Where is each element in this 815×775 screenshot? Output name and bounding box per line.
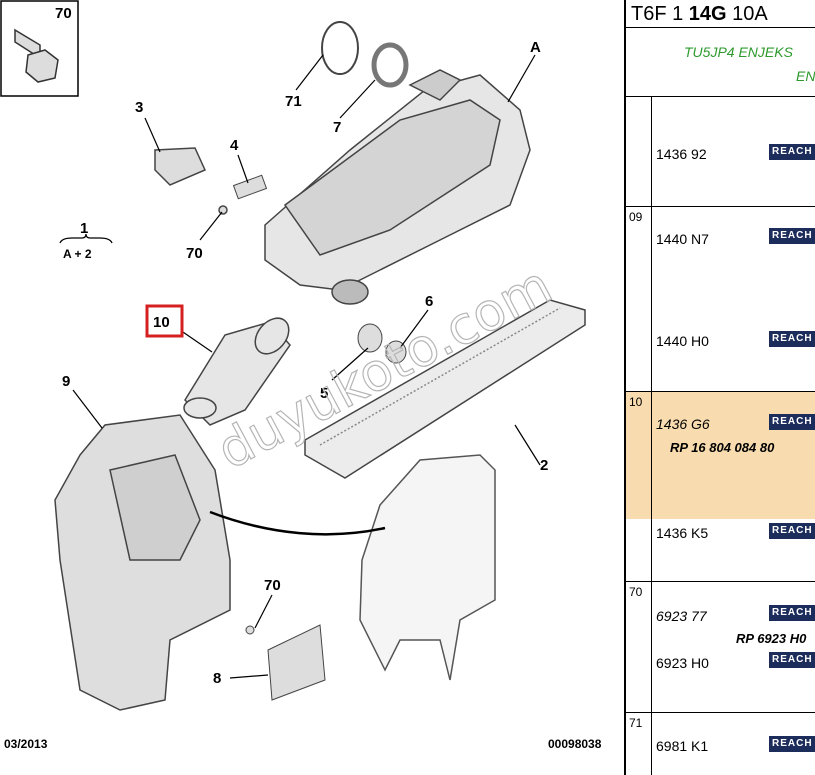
table-row: 1436 K5 REACH — [626, 519, 815, 582]
replacement-reference: RP 6923 H0 — [736, 631, 807, 646]
hose-line — [209, 510, 386, 536]
engine-label: TU5JP4 ENJEKS EN — [626, 28, 815, 97]
sensor-icon — [154, 147, 228, 215]
callout-10: 10 — [153, 314, 170, 331]
item-number: 09 — [626, 207, 652, 391]
part-reference[interactable]: 1436 92 — [656, 146, 707, 162]
item-number — [626, 519, 652, 581]
table-row: 1436 92 REACH — [626, 96, 815, 207]
model-header: T6F 1 14G 10A — [626, 0, 815, 28]
callout-3: 3 — [135, 99, 143, 116]
part-reference[interactable]: 6923 H0 — [656, 655, 709, 671]
brace-icon — [59, 233, 113, 244]
part-reference[interactable]: 1440 H0 — [656, 333, 709, 349]
callout-9: 9 — [62, 373, 70, 390]
reach-badge: REACH — [769, 331, 815, 347]
housing-icon — [54, 414, 231, 711]
date-label: 03/2013 — [4, 737, 48, 751]
shield-icon — [359, 454, 496, 681]
table-row-highlighted: 10 1436 G6 REACH RP 16 804 084 80 — [626, 392, 815, 519]
replacement-reference: RP 16 804 084 80 — [670, 440, 775, 455]
part-reference[interactable]: 1436 K5 — [656, 525, 709, 541]
reach-badge: REACH — [769, 228, 815, 244]
callout-A: A — [530, 39, 541, 56]
callout-70-low: 70 — [264, 577, 281, 594]
airbox-top-icon — [264, 69, 531, 305]
bracket-icon — [245, 624, 326, 701]
reach-badge: REACH — [769, 414, 815, 430]
part-reference[interactable]: 1436 G6 — [656, 416, 710, 432]
reach-badge: REACH — [769, 652, 815, 668]
table-row: 71 6981 K1 REACH — [626, 713, 815, 775]
callout-70-mid: 70 — [186, 245, 203, 262]
reach-badge: REACH — [769, 144, 815, 160]
callout-1: 1 — [80, 220, 88, 237]
parts-reference-panel: T6F 1 14G 10A TU5JP4 ENJEKS EN 1436 92 R… — [624, 0, 815, 775]
item-number: 10 — [626, 392, 652, 519]
callout-10-box — [145, 304, 184, 338]
table-row: 09 1440 N7 REACH 1440 H0 REACH — [626, 207, 815, 392]
callout-4: 4 — [230, 137, 239, 154]
grommet-icon — [357, 323, 407, 364]
leader-lines — [72, 54, 541, 679]
item-number: 71 — [626, 713, 652, 775]
part-reference[interactable]: 1440 N7 — [656, 231, 709, 247]
item-number — [626, 96, 652, 206]
callout-5: 5 — [320, 385, 328, 402]
part-reference[interactable]: 6981 K1 — [656, 738, 709, 754]
callout-71: 71 — [285, 93, 302, 110]
clamp-icon — [321, 21, 409, 88]
reach-badge: REACH — [769, 523, 815, 539]
reach-badge: REACH — [769, 736, 815, 752]
document-number: 00098038 — [548, 737, 602, 751]
item-number: 70 — [626, 582, 652, 712]
callout-6: 6 — [425, 293, 433, 310]
callout-7: 7 — [333, 119, 341, 136]
bolt-icon — [14, 28, 59, 83]
filter-element-icon — [304, 299, 586, 479]
parts-diagram: 70 — [0, 0, 602, 751]
callout-8: 8 — [213, 670, 221, 687]
callout-2: 2 — [540, 457, 548, 474]
table-row: 70 6923 77 REACH RP 6923 H0 6923 H0 REAC… — [626, 582, 815, 713]
duct-icon — [183, 317, 291, 426]
callout-1-sub: A + 2 — [63, 247, 92, 261]
part-reference[interactable]: 6923 77 — [656, 608, 707, 624]
reach-badge: REACH — [769, 605, 815, 621]
callout-70-box: 70 — [55, 5, 72, 22]
clip-icon — [232, 174, 268, 200]
